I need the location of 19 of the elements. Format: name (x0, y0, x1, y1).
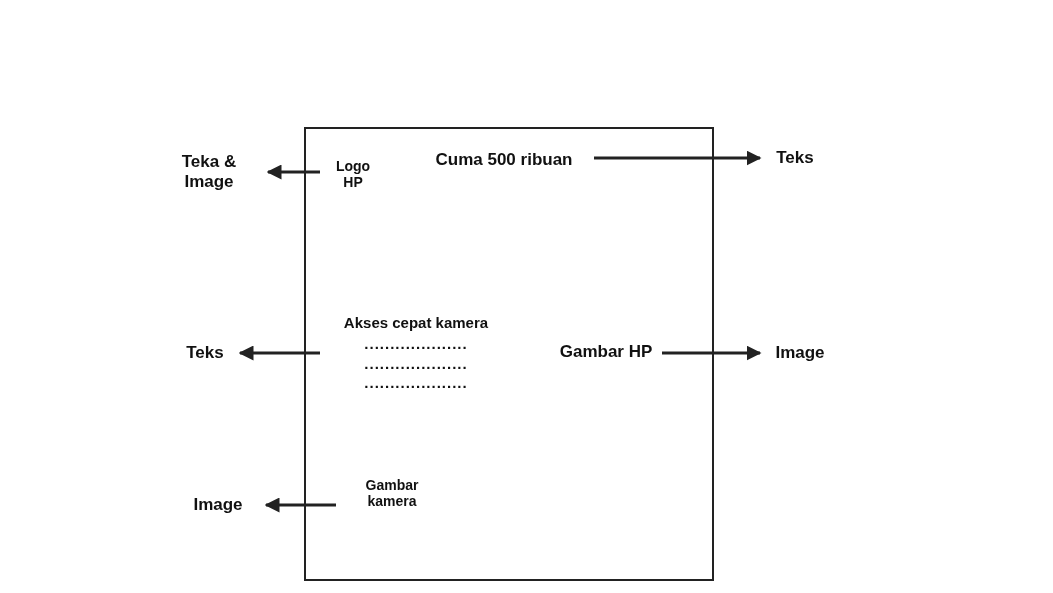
arrow (662, 345, 762, 361)
node-label: Gambar HP (550, 324, 662, 380)
node-label: Teks (170, 340, 240, 366)
node-label: Gambar kamera (336, 470, 448, 516)
dotted-line: .................... (363, 335, 469, 353)
arrow (264, 497, 336, 513)
feature-text: Akses cepat kamera (342, 314, 490, 332)
dotted-line: .................... (363, 354, 469, 372)
arrow (238, 345, 320, 361)
arrow (594, 150, 762, 166)
arrow (266, 164, 320, 180)
frame-box (304, 127, 714, 581)
node-label: Teka & Image (150, 146, 268, 198)
node-label: Image (170, 492, 266, 518)
dotted-line: .................... (363, 373, 469, 391)
node-label: Teks (760, 145, 830, 171)
node-label: Logo HP (320, 152, 386, 196)
node-label: Cuma 500 ribuan (414, 147, 594, 173)
node-label: Image (760, 340, 840, 366)
